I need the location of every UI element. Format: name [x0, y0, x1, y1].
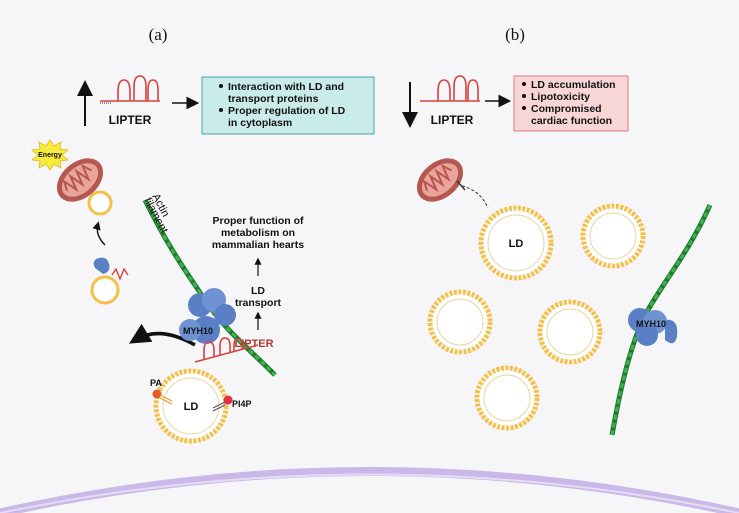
pa-label: PA — [150, 378, 162, 388]
mitochondrion-icon — [416, 158, 464, 202]
pa-marker — [152, 389, 162, 399]
box-line-3: Proper regulation of LD — [228, 105, 346, 117]
panel-a-label: (a) — [149, 25, 168, 44]
lipter-red-label: LIPTER — [234, 338, 273, 350]
lipid-droplet-icon: LD — [478, 205, 554, 281]
effect-box — [201, 76, 375, 135]
outcome-line-3: mammalian hearts — [212, 239, 304, 251]
lipid-droplet-icon — [537, 299, 603, 365]
rna-hairpin-icon — [100, 75, 160, 104]
box-b-line-2: Lipotoxicity — [531, 91, 590, 103]
transport-line-1: LD — [251, 285, 265, 297]
energy-label: Energy — [38, 152, 62, 159]
myosin-motor-icon: MYH10 — [179, 288, 236, 344]
cell-membrane — [0, 467, 739, 513]
lipid-droplet-icon: LD — [153, 368, 229, 444]
effect-box-b — [513, 75, 629, 132]
box-line-1: Interaction with LD and — [228, 81, 344, 93]
panel-b: LIPTER LD accumulation Lipotoxicity Comp… — [402, 75, 713, 436]
myosin-droplet-group — [90, 257, 129, 305]
box-b-line-4: cardiac function — [531, 115, 612, 127]
pi4p-label: PI4P — [232, 399, 252, 409]
box-b-line-1: LD accumulation — [531, 79, 616, 91]
box-line-4: in cytoplasm — [228, 117, 292, 129]
curved-arrow-icon — [92, 221, 106, 246]
panel-b-label: (b) — [505, 25, 525, 44]
lipid-droplet-icon — [427, 289, 493, 355]
outcome-line-1: Proper function of — [213, 215, 304, 227]
box-line-2: transport proteins — [228, 93, 319, 105]
rna-hairpin-icon — [194, 337, 259, 363]
myosin-motor-icon: MYH10 — [628, 308, 678, 346]
lipid-droplet-icon — [474, 365, 540, 431]
lipid-droplet-icon — [580, 203, 646, 269]
pi4p-marker — [223, 395, 233, 405]
inhibition-icon — [461, 185, 489, 209]
myh10-label: MYH10 — [183, 326, 213, 336]
lipter-label-b: LIPTER — [431, 113, 474, 127]
ld-label-b: LD — [509, 238, 524, 250]
actin-filament-icon — [609, 203, 713, 436]
mitochondrion-icon — [56, 158, 104, 202]
panel-a: LIPTER Interaction with LD and transport… — [31, 75, 375, 444]
energy-burst-icon: Energy — [31, 139, 69, 171]
rna-hairpin-icon — [420, 75, 480, 102]
outcome-line-2: metabolism on — [221, 227, 295, 239]
box-b-line-3: Compromised — [531, 103, 602, 115]
myh10-label-b: MYH10 — [636, 319, 666, 329]
large-curved-arrow-icon — [128, 323, 196, 347]
ld-label: LD — [184, 401, 199, 413]
lipter-label: LIPTER — [109, 113, 152, 127]
small-lipid-droplet — [87, 190, 113, 216]
transport-line-2: transport — [235, 297, 282, 309]
